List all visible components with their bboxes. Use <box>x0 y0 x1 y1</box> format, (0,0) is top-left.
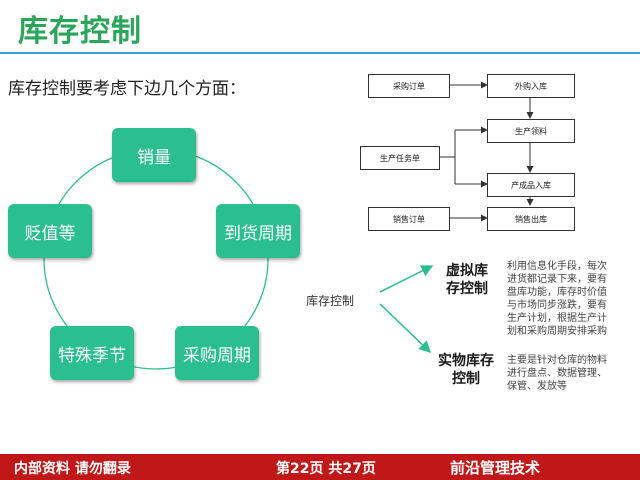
physical-title-line-2: 控制 <box>452 371 480 387</box>
virtual-title-line-2: 存控制 <box>446 281 488 297</box>
cycle-node-purchase-cycle: 采购周期 <box>175 326 259 380</box>
physical-desc-line-1: 主要是针对仓库的物料 <box>507 355 607 366</box>
virtual-control-desc: 利用信息化手段，每次 进货都记录下来，要有 盘库功能，库存时价值 与市场同步涨跌… <box>507 260 607 338</box>
cycle-node-special-season: 特殊季节 <box>50 326 134 380</box>
virtual-desc-line-5: 生产计划，根据生产计 <box>507 313 607 324</box>
cycle-node-depreciation: 贬值等 <box>8 204 92 258</box>
physical-control-title: 实物库存 控制 <box>432 352 500 388</box>
page-title: 库存控制 <box>18 14 142 49</box>
flow-purchase-in: 外购入库 <box>487 74 575 98</box>
title-divider <box>0 52 640 54</box>
control-label: 库存控制 <box>306 294 355 308</box>
virtual-desc-line-2: 进货都记录下来，要有 <box>507 274 607 285</box>
cycle-node-arrival-cycle: 到货周期 <box>216 204 300 258</box>
flow-sales-out: 销售出库 <box>487 207 575 231</box>
footer-brand: 前沿管理技术 <box>450 459 541 477</box>
branch-arrow-physical <box>379 303 432 354</box>
flow-production-task: 生产任务单 <box>360 146 440 170</box>
cycle-node-sales: 销量 <box>112 128 196 182</box>
physical-control-desc: 主要是针对仓库的物料 进行盘点、数据管理、 保管、发放等 <box>507 354 607 393</box>
flow-production-pick: 生产领料 <box>487 119 575 143</box>
intro-text: 库存控制要考虑下边几个方面： <box>8 79 246 99</box>
virtual-desc-line-3: 盘库功能，库存时价值 <box>507 287 607 298</box>
virtual-control-title: 虚拟库 存控制 <box>436 262 498 298</box>
virtual-desc-line-1: 利用信息化手段，每次 <box>507 261 607 272</box>
physical-desc-line-2: 进行盘点、数据管理、 <box>507 368 607 379</box>
virtual-title-line-1: 虚拟库 <box>446 263 488 279</box>
flow-sales-order: 销售订单 <box>368 207 450 231</box>
footer-bar: 内部资料 请勿翻录 第22页 共27页 前沿管理技术 <box>0 454 640 480</box>
footer-confidential: 内部资料 请勿翻录 <box>14 461 131 477</box>
physical-title-line-1: 实物库存 <box>438 353 494 369</box>
footer-page-number: 第22页 共27页 <box>276 461 376 477</box>
branch-arrow-virtual <box>379 265 434 293</box>
virtual-desc-line-4: 与市场同步涨跌，要有 <box>507 300 607 311</box>
physical-desc-line-3: 保管、发放等 <box>507 381 567 392</box>
flow-product-in: 产成品入库 <box>487 173 575 197</box>
virtual-desc-line-6: 划和采购周期安排采购 <box>507 326 607 337</box>
flow-purchase-order: 采购订单 <box>368 74 450 98</box>
